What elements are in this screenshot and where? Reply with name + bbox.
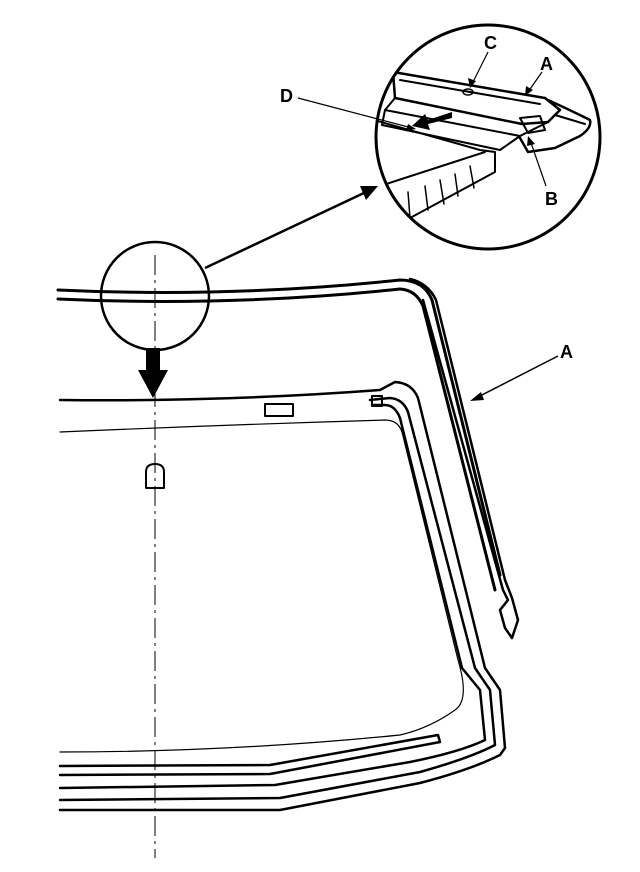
detail-leader-arrow: [204, 186, 378, 270]
detail-view: [374, 23, 602, 251]
label-b: B: [545, 189, 558, 209]
label-d: D: [280, 86, 293, 106]
windshield-glass: [58, 380, 507, 812]
label-c: C: [484, 33, 497, 53]
molding-strip-a: [408, 277, 520, 640]
down-arrow-icon: [138, 348, 168, 398]
label-a-main: A: [560, 342, 573, 362]
callout-leaders: [297, 51, 559, 401]
roof-outline: [56, 278, 502, 592]
label-a-detail: A: [540, 54, 553, 74]
